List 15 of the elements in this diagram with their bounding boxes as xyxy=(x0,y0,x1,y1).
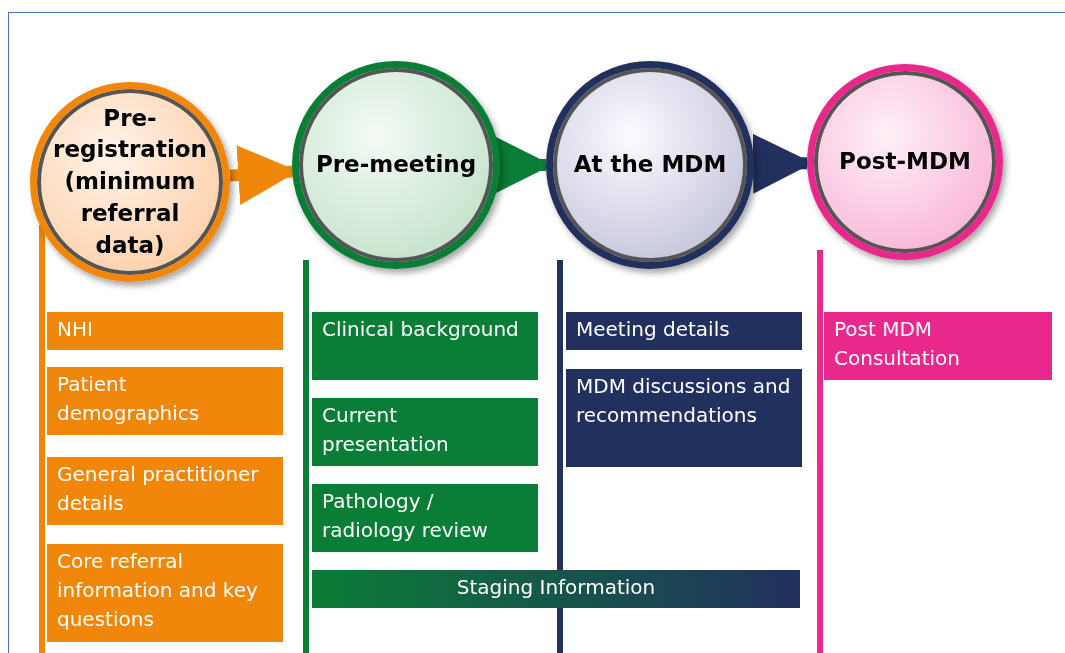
info-box: General practitioner details xyxy=(47,457,283,525)
info-box: Clinical background xyxy=(312,312,538,380)
phase-circle: At the MDM xyxy=(546,61,754,269)
info-box: Core referral information and key questions xyxy=(47,544,283,642)
phase-circle: Pre-registration (minimum referral data) xyxy=(30,82,230,282)
info-box: Post MDM Consultation xyxy=(824,312,1052,380)
info-box: MDM discussions and recommendations xyxy=(566,369,802,467)
info-box: Current presentation xyxy=(312,398,538,466)
info-box: Pathology / radiology review xyxy=(312,484,538,552)
info-box: Meeting details xyxy=(566,312,802,350)
info-box: NHI xyxy=(47,312,283,350)
phase-circle: Post-MDM xyxy=(807,64,1003,260)
info-box: Patient demographics xyxy=(47,367,283,435)
phase-circle: Pre-meeting xyxy=(292,61,500,269)
info-box: Staging Information xyxy=(312,570,800,608)
